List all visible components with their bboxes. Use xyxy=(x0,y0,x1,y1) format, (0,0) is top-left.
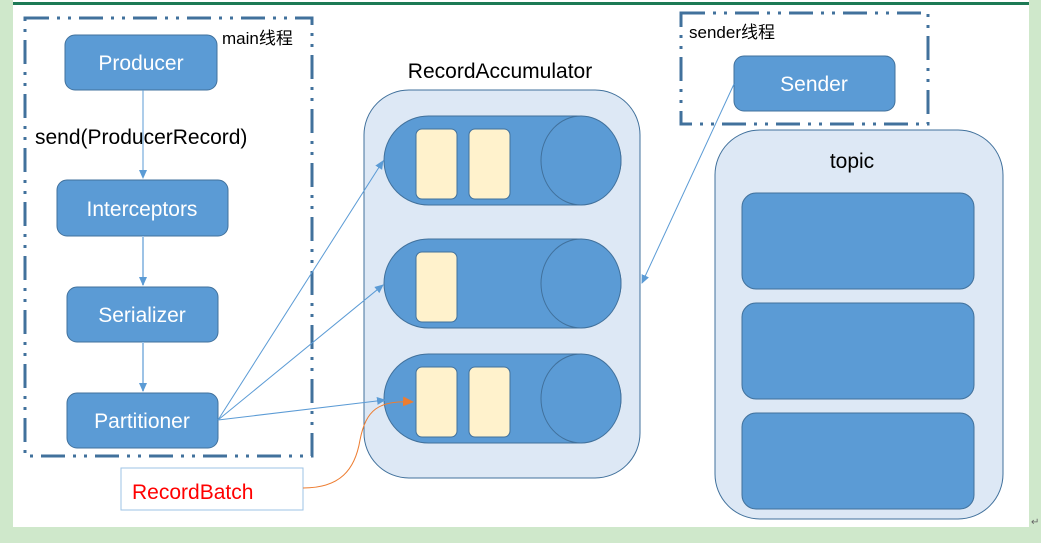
top-border-line xyxy=(13,2,1029,5)
sender-label: Sender xyxy=(780,73,848,96)
interceptors-box[interactable]: Interceptors xyxy=(56,179,229,237)
arrow-record-batch-pointer xyxy=(302,396,414,489)
partitioner-label: Partitioner xyxy=(94,410,190,433)
arrow-partitioner-to-queue-3 xyxy=(217,396,386,421)
accumulator-queue xyxy=(383,238,622,329)
topic-partition xyxy=(741,192,975,290)
record-batch xyxy=(415,128,458,200)
sender-box[interactable]: Sender xyxy=(733,55,896,112)
interceptors-label: Interceptors xyxy=(87,198,198,221)
paragraph-mark: ↵ xyxy=(1031,517,1039,528)
serializer-label: Serializer xyxy=(98,304,186,327)
send-method-label: send(ProducerRecord) xyxy=(35,126,247,149)
serializer-box[interactable]: Serializer xyxy=(66,286,219,343)
accumulator-title: RecordAccumulator xyxy=(408,60,592,83)
record-batch xyxy=(468,366,511,438)
main-thread-boundary xyxy=(23,16,314,458)
sender-thread-boundary xyxy=(679,11,930,126)
main-thread-label: main线程 xyxy=(222,29,293,48)
accumulator-queue xyxy=(383,115,622,206)
record-batch-label: RecordBatch xyxy=(132,481,253,504)
arrow-sender-to-accumulator xyxy=(641,83,735,284)
producer-box[interactable]: Producer xyxy=(64,34,218,91)
accumulator-queue xyxy=(383,353,622,444)
topic-partition xyxy=(741,412,975,510)
arrow-partitioner-to-queue-2 xyxy=(217,284,384,421)
producer-label: Producer xyxy=(98,52,183,75)
sender-thread-label: sender线程 xyxy=(689,23,775,42)
topic-title: topic xyxy=(830,150,874,173)
arrow-partitioner-to-queue-1 xyxy=(217,160,384,421)
record-batch-callout: RecordBatch xyxy=(120,467,304,511)
record-batch xyxy=(468,128,511,200)
topic-partition xyxy=(741,302,975,400)
record-batch xyxy=(415,366,458,438)
partitioner-box[interactable]: Partitioner xyxy=(66,392,219,449)
record-batch xyxy=(415,251,458,323)
